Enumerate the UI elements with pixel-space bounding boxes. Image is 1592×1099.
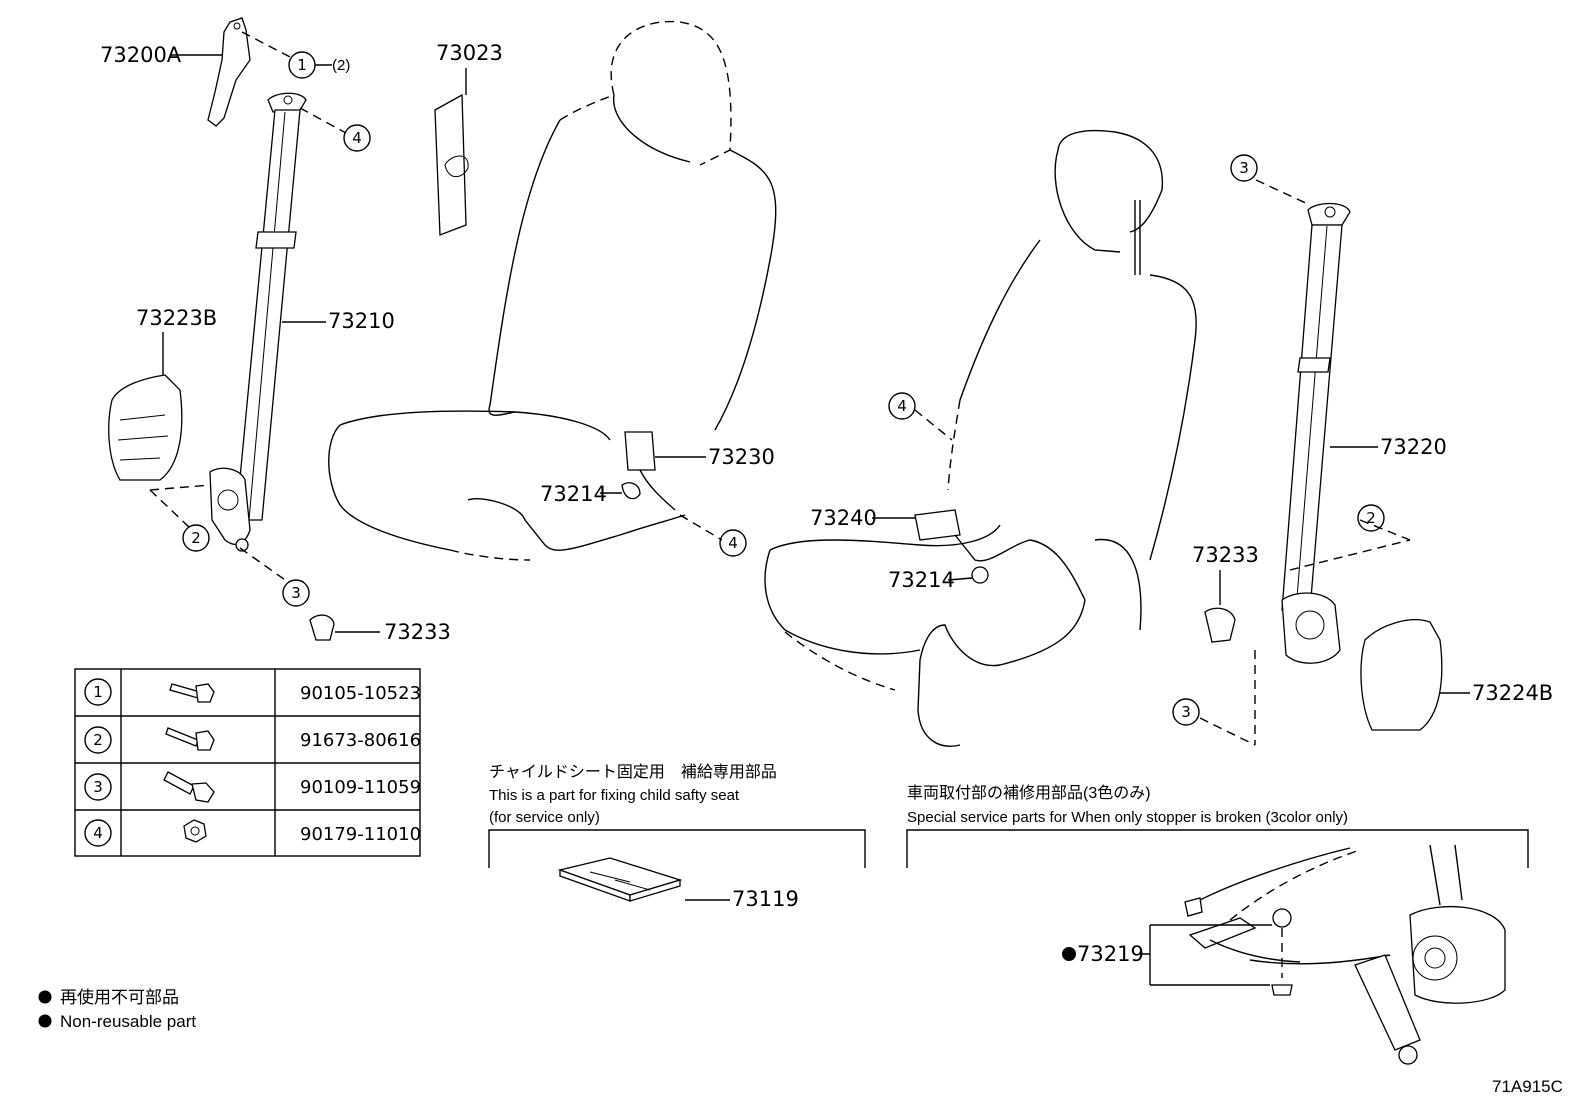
svg-text:4: 4 [352,129,362,147]
callout-73223B: 73223B [136,306,217,330]
callout-73214-left: 73214 [540,482,607,506]
retractor-belt-73220 [1204,202,1443,731]
stopper-title-jp: 車両取付部の補修用部品(3色のみ) [907,784,1151,802]
legend-jp: 再使用不可部品 [60,987,179,1007]
svg-text:90109-11059: 90109-11059 [300,777,421,798]
callout-73214-right: 73214 [888,568,955,592]
svg-text:4: 4 [728,534,738,552]
callout-73200A-qty: (2) [332,57,350,74]
ref-circle-4-left-top: 4 [343,124,371,152]
retractor-belt-73210 [108,17,335,641]
svg-text:2: 2 [191,529,201,547]
pillar-trim-73023 [434,93,469,236]
fastener-row-4: 4 90179-11010 [84,819,421,847]
fastener-row-3: 3 90109-11059 [84,771,421,803]
child-seat-title-jp: チャイルドシート固定用 補給専用部品 [489,763,777,781]
child-seat-plate-73119 [557,857,683,902]
callout-73200A: 73200A [100,43,182,67]
svg-text:91673-80616: 91673-80616 [300,730,421,751]
stopper-belt-detail [1184,844,1506,1065]
svg-text:90105-10523: 90105-10523 [300,683,421,704]
callout-73233-left: 73233 [384,620,451,644]
svg-text:1: 1 [297,56,307,74]
svg-text:3: 3 [1181,703,1191,721]
fastener-row-1: 1 90105-10523 [84,678,421,706]
stopper-service-box: 車両取付部の補修用部品(3色のみ) Special service parts … [906,784,1529,1065]
callout-73023: 73023 [436,41,503,65]
svg-text:1: 1 [93,683,103,701]
callout-73230: 73230 [708,445,775,469]
buckle-73230 [467,431,686,551]
non-reusable-dot-icon [38,990,52,1004]
ref-circle-3-left: 3 [282,579,310,607]
bolt-icon [169,683,215,703]
callout-73220: 73220 [1380,435,1447,459]
svg-text:2: 2 [93,731,103,749]
svg-text:2: 2 [1366,509,1376,527]
fastener-row-2: 2 91673-80616 [84,726,421,754]
callout-73224B: 73224B [1472,681,1553,705]
ref-circle-4-left-buckle: 4 [719,529,747,557]
right-seat-outline [764,129,1197,691]
bolt-icon [165,727,215,751]
child-seat-service-box: チャイルドシート固定用 補給専用部品 This is a part for fi… [488,763,866,902]
stopper-line1: Special service parts for When only stop… [907,809,1348,826]
svg-text:90179-11010: 90179-11010 [300,824,421,845]
svg-text:4: 4 [93,824,103,842]
callout-73240: 73240 [810,506,877,530]
legend-en: Non-reusable part [60,1012,196,1031]
svg-text:3: 3 [291,584,301,602]
figure-code: 71A915C [1492,1077,1563,1096]
ref-circle-4-right-seat: 4 [888,392,916,420]
callout-73219-group: 73219 [1062,924,1272,986]
non-reusable-dot-icon [38,1014,52,1028]
left-seat-outline [328,20,777,561]
non-reusable-dot-icon [1062,947,1076,961]
svg-text:3: 3 [1239,159,1249,177]
child-seat-line1: This is a part for fixing child safty se… [489,787,740,804]
svg-text:4: 4 [897,397,907,415]
callout-73219: 73219 [1077,942,1144,966]
leader-lines [149,31,1470,901]
buckle-73240 [914,509,1086,747]
svg-text:3: 3 [93,778,103,796]
fastener-table: 1 90105-10523 2 91673-80616 3 90109-1105 [74,668,421,857]
legend: 再使用不可部品 Non-reusable part [38,987,196,1031]
callout-73119: 73119 [732,887,799,911]
ref-circle-3-right-top: 3 [1230,154,1258,182]
callout-73233-right: 73233 [1192,543,1259,567]
ref-circle-2-right: 2 [1357,504,1385,532]
child-seat-line2: (for service only) [489,809,600,826]
ref-circle-1-top: 1 [288,51,316,79]
callout-73210: 73210 [328,309,395,333]
ref-circle-2-left: 2 [182,524,210,552]
shoulder-bolt-icon [163,771,215,803]
nut-icon [183,819,207,843]
ref-circle-3-right-bottom: 3 [1172,698,1200,726]
